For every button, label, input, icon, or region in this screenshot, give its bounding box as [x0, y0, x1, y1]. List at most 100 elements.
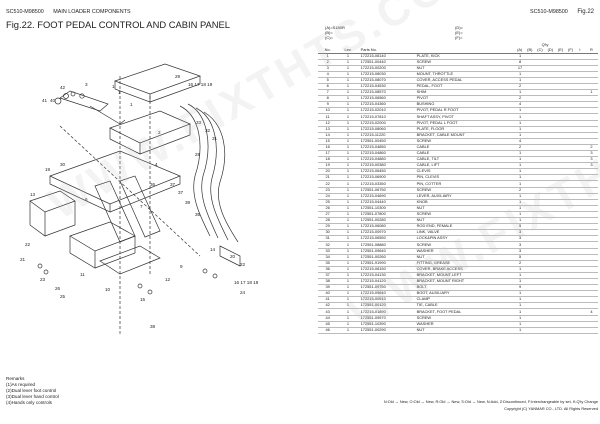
row-qty-a: 2: [515, 95, 526, 103]
row-no: 24: [318, 193, 338, 200]
row-qty-c: [535, 217, 546, 225]
row-qty-a: 1: [515, 132, 526, 139]
row-qty-b: [525, 315, 536, 322]
row-qty-f: [565, 150, 576, 158]
column-legend-right: (D)= (E)= (F)=: [455, 25, 463, 40]
row-qty-c: [535, 308, 546, 316]
row-part-number: 172215-04880: [358, 156, 415, 164]
svg-text:11: 11: [80, 272, 85, 277]
row-description: ROD END, FEMALE: [414, 223, 516, 231]
svg-text:28: 28: [195, 152, 201, 157]
svg-text:9: 9: [180, 264, 183, 269]
right-model-code: SC510-M98500: [530, 9, 568, 15]
row-qty-a: 1: [515, 162, 526, 170]
row-r: [584, 59, 598, 66]
row-qty-a: 1: [515, 296, 526, 304]
row-qty-c: [535, 266, 546, 273]
row-qty-f: [565, 113, 576, 121]
row-lev: 1: [337, 174, 359, 182]
row-description: SCREW: [414, 211, 516, 219]
row-qty-b: [525, 59, 536, 66]
row-qty-f: [565, 308, 576, 316]
row-r: [584, 217, 598, 225]
row-no: 40: [318, 290, 338, 298]
row-qty-f: [565, 180, 576, 188]
row-i: [575, 83, 585, 91]
row-lev: 1: [337, 205, 359, 212]
row-description: CLEVIS: [414, 168, 516, 176]
row-qty-d: [545, 156, 556, 164]
row-part-number: 172215-08140: [358, 53, 415, 60]
row-qty-e: [555, 229, 566, 237]
row-part-number: 172551-00290: [358, 327, 415, 334]
row-lev: 1: [337, 223, 359, 231]
row-r: [584, 229, 598, 237]
row-qty-f: [565, 132, 576, 139]
row-r: 4: [584, 309, 598, 316]
row-description: BRACKET, MOUNT RIGHT: [414, 278, 516, 286]
row-r: [584, 199, 598, 206]
row-part-number: 172215-07810: [358, 114, 415, 121]
row-qty-e: [555, 254, 566, 261]
row-description: COVER, BRAKE ACCESS: [414, 266, 516, 273]
row-no: 10: [318, 107, 338, 115]
row-no: 14: [318, 132, 338, 139]
row-i: [575, 126, 585, 133]
svg-text:2: 2: [158, 130, 161, 135]
row-lev: 1: [337, 126, 359, 133]
row-qty-d: [545, 107, 556, 115]
row-r: 1: [584, 89, 598, 97]
row-lev: 1: [337, 278, 359, 286]
legend-e: (E)=: [455, 30, 463, 35]
row-r: [584, 266, 598, 273]
row-qty-d: [545, 284, 556, 292]
row-i: [575, 156, 585, 164]
row-qty-c: [535, 65, 546, 72]
row-no: 9: [318, 101, 338, 109]
row-description: SHAFT ASSY, PIVOT: [414, 114, 516, 121]
row-qty-c: [535, 180, 546, 188]
row-part-number: 172551-00280: [358, 217, 415, 225]
row-qty-a: 2: [515, 144, 526, 152]
row-r: [584, 71, 598, 78]
row-qty-b: [525, 174, 536, 182]
row-qty-d: [545, 272, 556, 279]
row-qty-c: [535, 193, 546, 200]
row-qty-d: [545, 211, 556, 219]
row-qty-f: [565, 77, 576, 84]
row-i: [575, 132, 585, 139]
row-lev: 1: [337, 138, 359, 145]
row-qty-b: [525, 211, 536, 219]
section-title: MAIN LOADER COMPONENTS: [53, 9, 131, 15]
row-qty-f: [565, 89, 576, 97]
svg-text:12: 12: [165, 277, 171, 282]
row-qty-d: [545, 308, 556, 316]
row-description: BUSHING: [414, 101, 516, 109]
row-qty-f: [565, 260, 576, 267]
row-qty-f: [565, 327, 576, 334]
row-i: [575, 217, 585, 225]
row-no: 27: [318, 211, 338, 219]
row-part-number: 172551-09750: [358, 284, 415, 292]
row-part-number: 172551-00440: [358, 59, 415, 66]
row-description: SHIM: [414, 89, 516, 97]
row-lev: 1: [337, 321, 359, 328]
row-qty-e: [555, 83, 566, 91]
row-description: BRACKET, FOOT PEDAL: [414, 309, 516, 316]
row-no: 32: [318, 242, 338, 249]
row-qty-b: [525, 156, 536, 164]
row-qty-b: [525, 296, 536, 304]
row-qty-e: [555, 272, 566, 279]
row-qty-d: [545, 59, 556, 66]
row-description: PIN, COTTER: [414, 181, 516, 188]
change-legend: N:Old → New, O:Old → New, R:Old → New, S…: [383, 399, 598, 404]
row-part-number: 172215-08070: [358, 77, 415, 84]
row-qty-b: [525, 83, 536, 91]
